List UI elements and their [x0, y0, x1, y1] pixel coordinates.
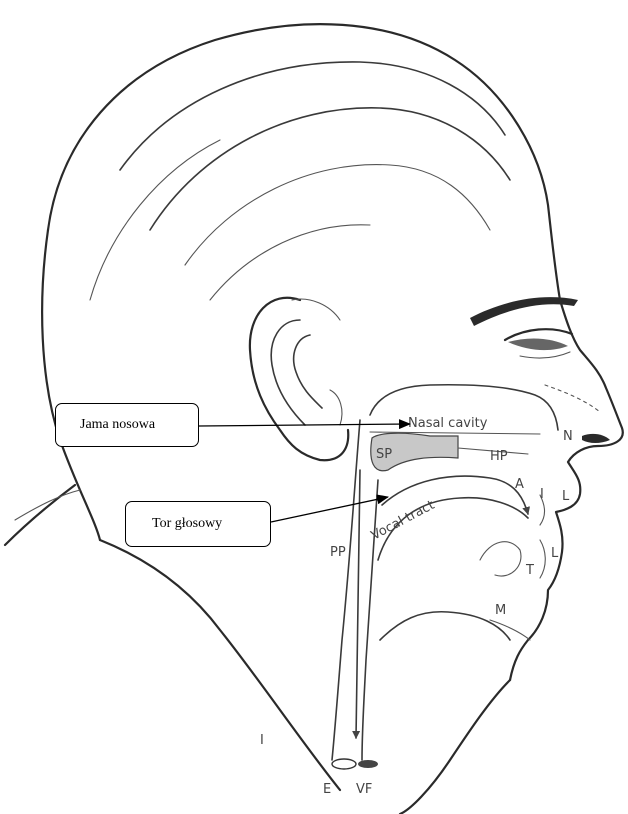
- pharynx-front: [362, 480, 378, 760]
- label-m: M: [495, 603, 506, 618]
- label-l-lower: L: [551, 546, 559, 561]
- label-sp: SP: [376, 447, 392, 462]
- label-one: I: [260, 733, 264, 748]
- chin-line: [490, 620, 530, 640]
- vocal-tract-flow-arrow: [382, 476, 528, 514]
- label-n: N: [563, 429, 573, 444]
- ear-lobe: [330, 390, 342, 425]
- back-of-head: [42, 230, 100, 540]
- neck-front: [400, 680, 510, 814]
- eye: [508, 339, 568, 351]
- callout-vocal-tract: Tor głosowy: [125, 501, 271, 547]
- callout-nasal-cavity-text: Jama nosowa: [80, 417, 155, 433]
- lips-inner: [540, 495, 545, 578]
- label-vf: VF: [356, 782, 372, 797]
- hair-line-5: [90, 140, 220, 300]
- label-e: E: [323, 782, 331, 797]
- label-nasal-cavity: Nasal cavity: [408, 416, 488, 431]
- neck-back: [100, 540, 340, 790]
- vocal-folds: [358, 760, 378, 768]
- label-i-upper: I: [540, 487, 544, 502]
- jaw-line: [380, 612, 510, 640]
- callout-arrow-vocal: [271, 497, 388, 522]
- esophagus-opening: [332, 759, 356, 769]
- label-t: T: [525, 563, 534, 578]
- vocal-tract-down-arrow: [356, 470, 360, 738]
- eyebrow: [470, 297, 578, 326]
- hair-line-3: [185, 165, 490, 265]
- collar-line: [15, 490, 80, 520]
- label-l-upper: L: [562, 489, 570, 504]
- label-pp: PP: [330, 545, 346, 560]
- shoulder: [5, 485, 75, 545]
- nostril: [582, 434, 610, 443]
- callout-nasal-cavity: Jama nosowa: [55, 403, 199, 447]
- eye-lid: [505, 329, 572, 340]
- nose-bridge-dots: [545, 385, 600, 412]
- label-vocal-tract: Vocal tract: [369, 498, 437, 544]
- callout-vocal-tract-text: Tor głosowy: [152, 516, 222, 532]
- ear-inner-3: [292, 299, 340, 320]
- tongue-body: [480, 542, 521, 576]
- ear-inner-2: [294, 335, 322, 408]
- label-hp: HP: [490, 449, 508, 464]
- label-a: A: [515, 477, 524, 492]
- hair-line-4: [210, 225, 370, 300]
- ear-inner-1: [271, 320, 305, 425]
- eye-lower: [520, 352, 570, 358]
- hair-line-1: [120, 62, 505, 170]
